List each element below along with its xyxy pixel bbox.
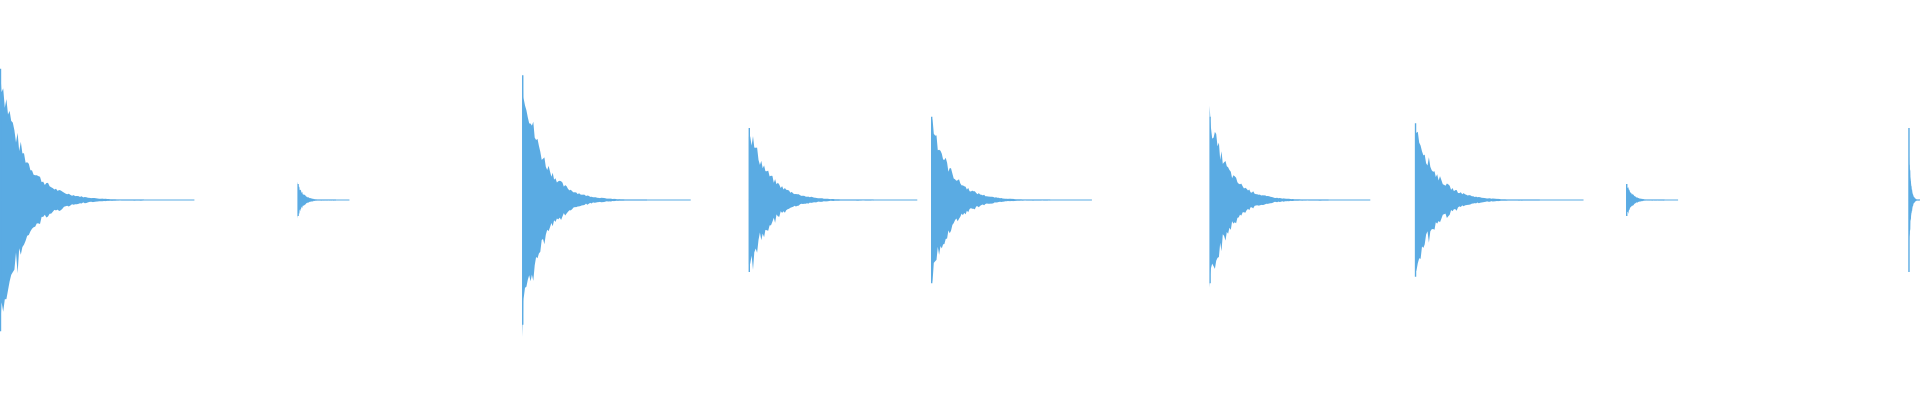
waveform-envelope — [0, 69, 144, 333]
waveform-transient — [931, 116, 1092, 284]
waveform-transient — [522, 74, 691, 337]
waveform-transient — [1908, 128, 1920, 272]
waveform-envelope — [522, 74, 647, 337]
waveform-envelope — [1908, 133, 1920, 271]
waveform-transient — [748, 128, 918, 272]
waveform-transient — [0, 68, 195, 333]
waveform-envelope — [1209, 105, 1329, 288]
waveform-transient — [1209, 105, 1371, 288]
waveform-transient — [297, 181, 350, 219]
waveform-envelope — [1415, 131, 1540, 271]
waveform-envelope — [748, 136, 874, 270]
waveform-transient — [1414, 123, 1584, 277]
waveform-transient — [1626, 184, 1679, 216]
